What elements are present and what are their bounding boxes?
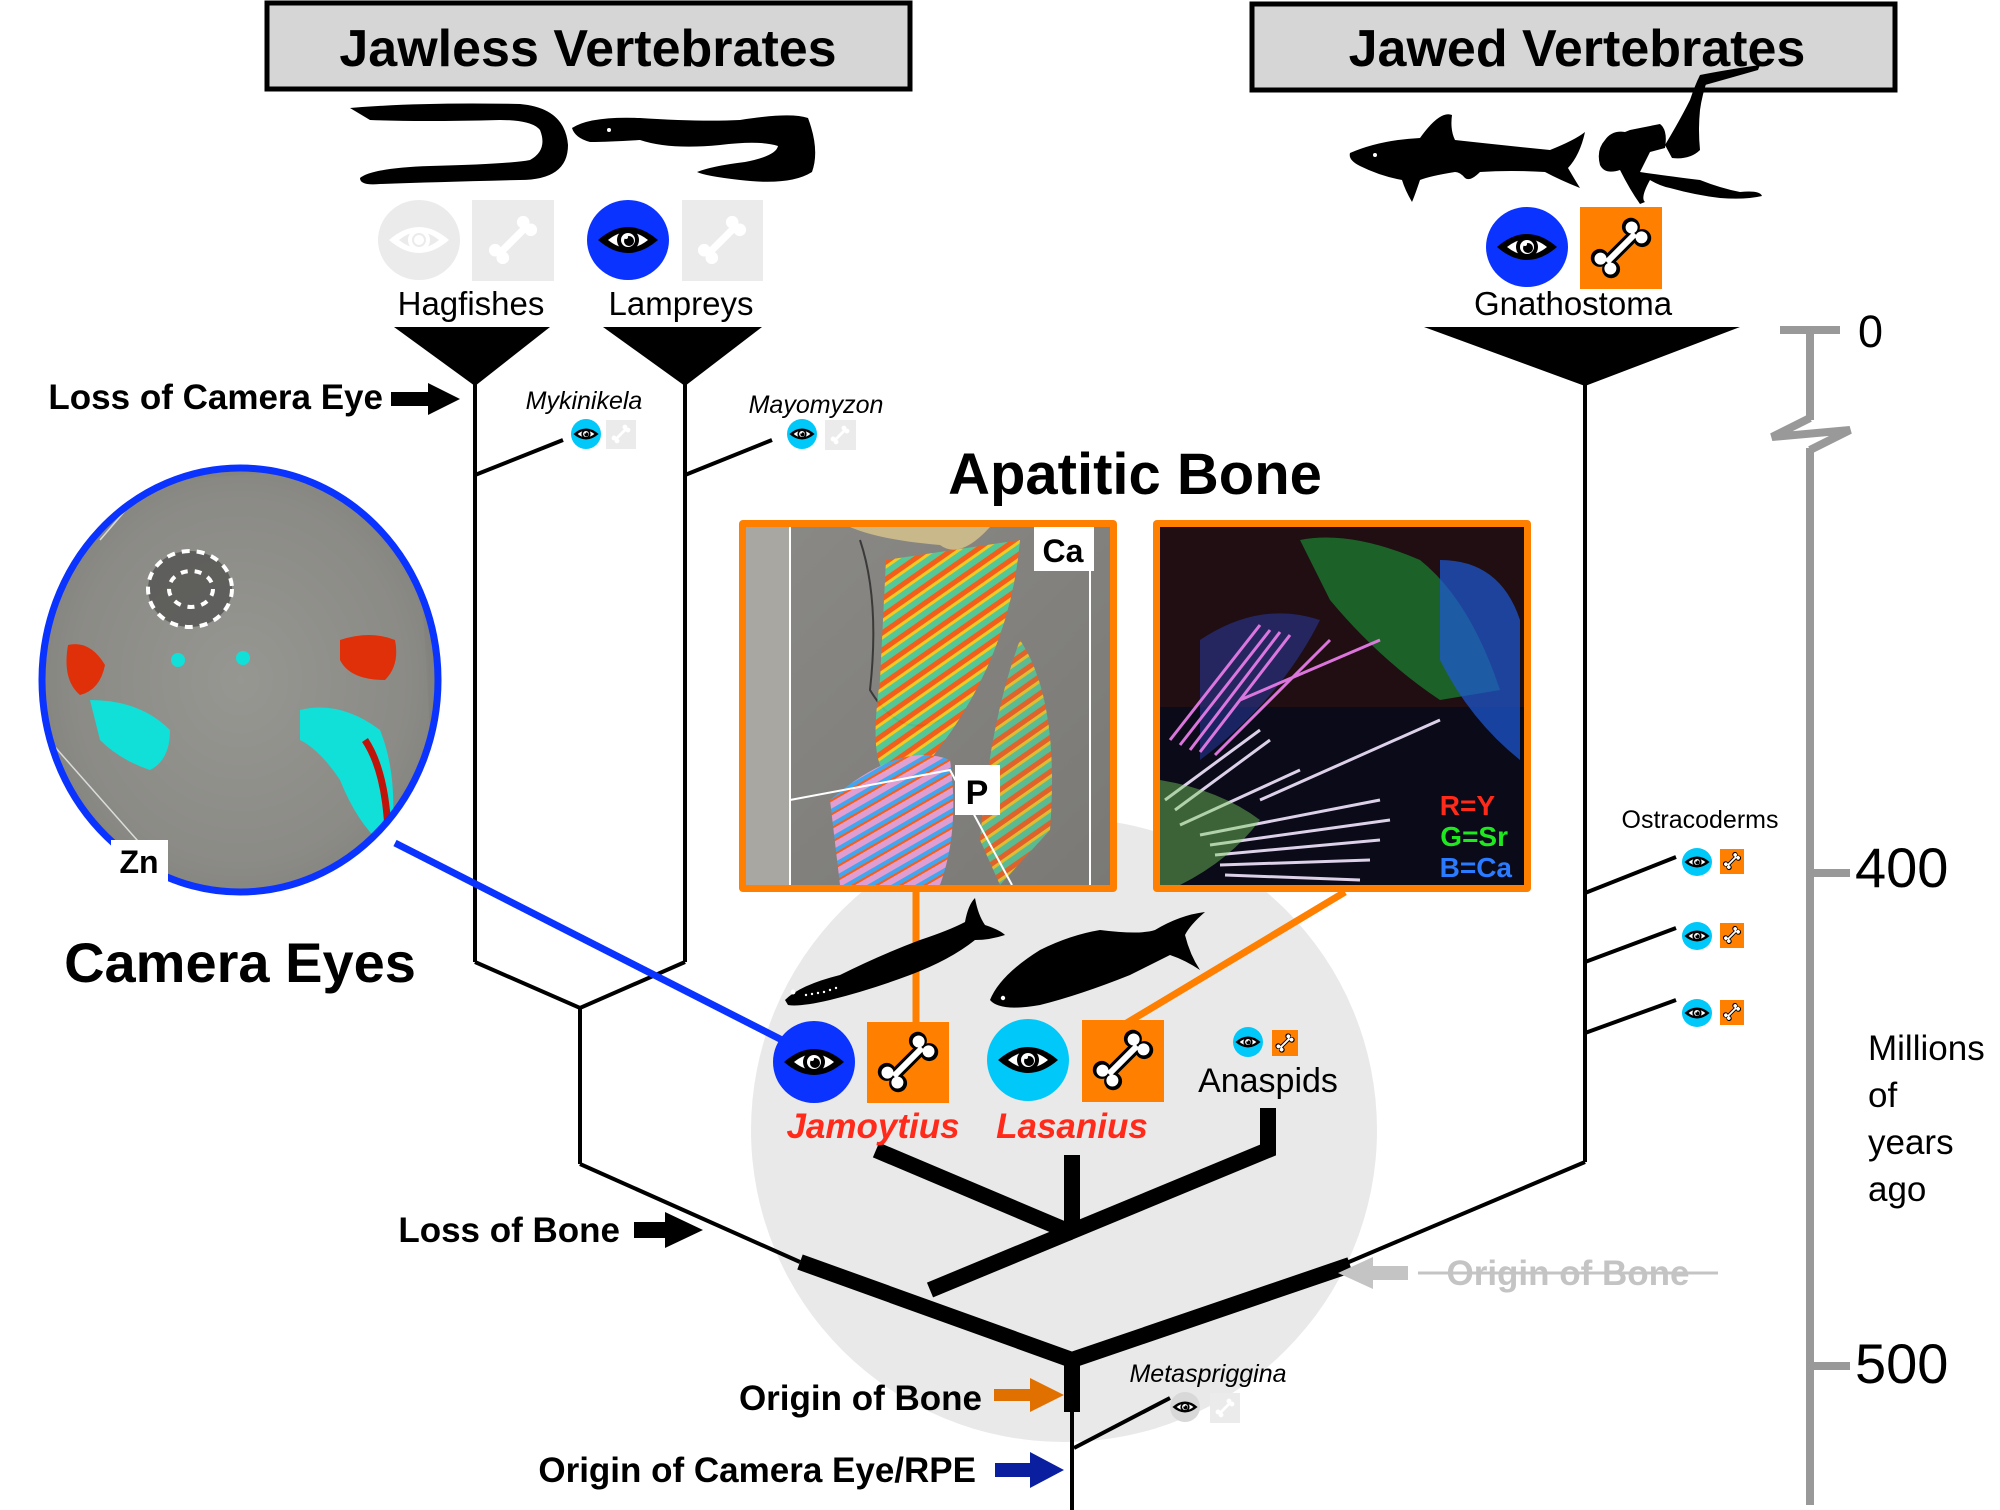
anaspid-trait-icons [1233, 1027, 1298, 1057]
axis-tick-400: 400 [1855, 836, 1948, 899]
shark-silhouette [1349, 114, 1585, 202]
bone-absent-icon [682, 200, 763, 281]
lamprey-trait-icons [587, 200, 763, 281]
origin-of-bone-struck-annotation: Origin of Bone [1338, 1254, 1718, 1293]
legend-green-channel: G=Sr [1440, 821, 1508, 852]
origin-of-bone-label: Origin of Bone [739, 1379, 982, 1418]
legend-red-channel: R=Y [1440, 790, 1496, 821]
mayomyzon-trait-icons [787, 419, 856, 450]
jamoytius-trait-icons [773, 1021, 949, 1103]
arrow-left-icon [1338, 1257, 1408, 1289]
ca-label: Ca [1043, 533, 1084, 569]
axis-unit-line-4: ago [1868, 1170, 1926, 1209]
axis-unit-line-1: Millions [1868, 1029, 1985, 1068]
axis-tick-500: 500 [1855, 1332, 1948, 1395]
jawless-title: Jawless Vertebrates [339, 20, 836, 78]
ca-xrf-map-panel: Ca P [739, 520, 1117, 892]
apatitic-bone-title: Apatitic Bone [948, 442, 1322, 507]
taxon-gnathostoma: Gnathostoma [1474, 285, 1673, 322]
taxon-mayomyzon: Mayomyzon [749, 391, 884, 419]
gnathostoma-crown-triangle [1424, 327, 1740, 386]
time-axis [1770, 326, 1852, 1505]
eye-absent-icon [378, 200, 460, 280]
ostracoderm-trait-icons [1682, 848, 1744, 1027]
lamprey-crown-triangle [603, 327, 762, 386]
jawed-title: Jawed Vertebrates [1349, 20, 1806, 78]
loss-of-camera-eye-annotation: Loss of Camera Eye [48, 378, 460, 417]
taxon-jamoytius: Jamoytius [786, 1107, 959, 1146]
arrow-right-icon [391, 383, 460, 415]
zn-xrf-map-inset: Zn [38, 464, 442, 896]
jawless-branches [473, 384, 801, 1264]
taxon-ostracoderms: Ostracoderms [1622, 806, 1779, 834]
bone-absent-icon [472, 200, 554, 281]
taxon-anaspids: Anaspids [1198, 1062, 1338, 1100]
taxon-mykinikela: Mykinikela [526, 387, 643, 415]
rgb-panel-connector [1123, 888, 1347, 1028]
taxon-metaspriggina: Metaspriggina [1129, 1360, 1286, 1388]
origin-of-bone-annotation: Origin of Bone [739, 1378, 1064, 1418]
loss-of-bone-annotation: Loss of Bone [398, 1211, 703, 1250]
diver-silhouette [1598, 65, 1762, 204]
eye-present-icon [587, 200, 669, 280]
jawless-header: Jawless Vertebrates [264, 0, 913, 92]
lasanius-trait-icons [987, 1019, 1164, 1102]
eye-present-icon [987, 1019, 1069, 1101]
camera-eyes-title: Camera Eyes [64, 931, 416, 994]
hagfish-silhouette [350, 103, 568, 185]
taxon-lampreys: Lampreys [609, 285, 754, 322]
bony-clade-branches [797, 1108, 1353, 1510]
loss-of-camera-eye-label: Loss of Camera Eye [48, 378, 383, 417]
legend-blue-channel: B=Ca [1440, 852, 1513, 883]
bone-present-icon [1580, 207, 1662, 289]
eye-present-icon [1486, 207, 1568, 287]
hagfish-crown-triangle [394, 327, 550, 386]
jawed-header: Jawed Vertebrates [1249, 1, 1898, 93]
gnathostoma-trait-icons [1486, 207, 1662, 289]
bone-present-icon [1082, 1020, 1164, 1102]
eye-present-icon [773, 1021, 855, 1103]
arrow-right-icon [995, 1452, 1064, 1488]
mykinikela-trait-icons [571, 419, 636, 449]
metaspriggina-trait-icons [1170, 1392, 1240, 1423]
lamprey-silhouette [572, 115, 816, 182]
axis-unit-line-3: years [1868, 1123, 1954, 1162]
origin-of-camera-eye-annotation: Origin of Camera Eye/RPE [538, 1451, 1064, 1490]
arrow-right-icon [634, 1212, 703, 1248]
axis-tick-0: 0 [1858, 306, 1883, 357]
loss-of-bone-label: Loss of Bone [398, 1211, 620, 1250]
jawed-branches [1329, 384, 1677, 1272]
axis-unit-line-2: of [1868, 1076, 1897, 1115]
taxon-hagfishes: Hagfishes [398, 285, 545, 322]
origin-of-camera-eye-label: Origin of Camera Eye/RPE [538, 1451, 976, 1490]
p-label: P [966, 774, 989, 812]
lasanius-silhouette [990, 912, 1205, 1008]
taxon-lasanius: Lasanius [996, 1107, 1148, 1146]
zn-label: Zn [119, 844, 158, 880]
rgb-xrf-map-panel: R=Y G=Sr B=Ca [1153, 520, 1531, 892]
arrow-right-icon [994, 1378, 1064, 1412]
zn-inset-connector [393, 839, 784, 1044]
bone-present-icon [867, 1022, 949, 1103]
jamoytius-silhouette [785, 898, 1005, 1006]
hagfish-trait-icons [378, 200, 554, 281]
